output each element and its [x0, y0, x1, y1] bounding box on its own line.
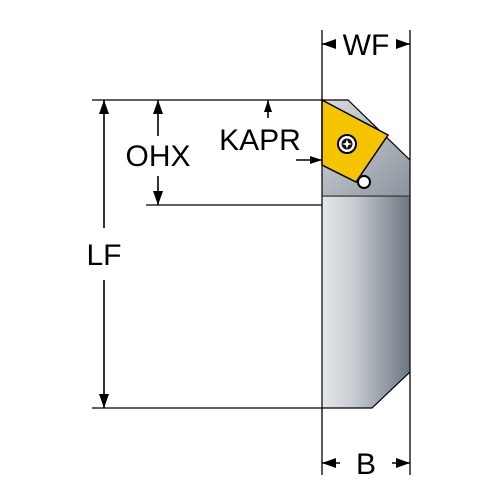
ohx-dimension: OHX — [125, 100, 322, 206]
kapr-angle-dimension: KAPR — [219, 100, 322, 164]
lf-dimension: LF — [86, 99, 322, 409]
kapr-label: KAPR — [219, 124, 301, 157]
torx-screw-icon — [337, 134, 357, 154]
wf-label: WF — [343, 29, 390, 62]
clamp-hole-icon — [357, 175, 371, 189]
b-dimension: B — [321, 372, 411, 481]
wf-dimension: WF — [321, 29, 411, 160]
ohx-label: OHX — [125, 140, 190, 173]
holder-shank — [321, 195, 411, 409]
cutting-insert — [321, 98, 390, 189]
b-label: B — [356, 448, 376, 481]
lf-label: LF — [86, 239, 121, 272]
